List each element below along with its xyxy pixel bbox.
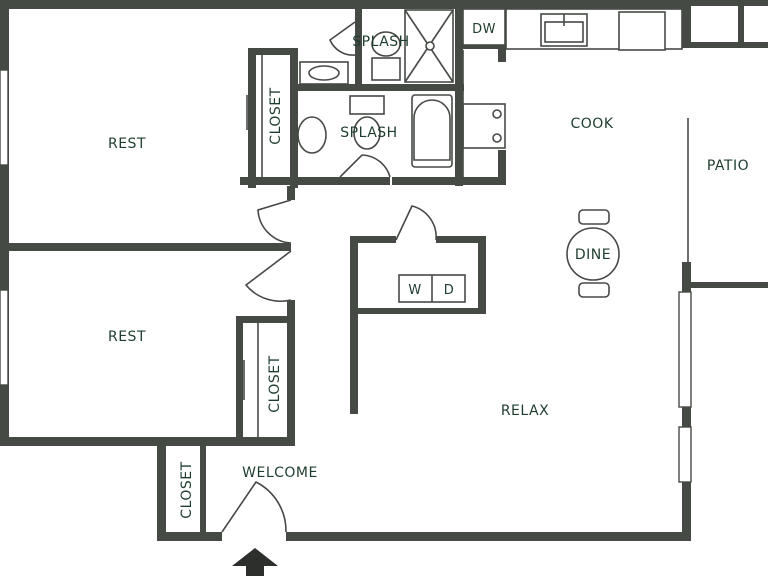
- bathtub: [411, 94, 453, 168]
- door-rest-lower: [244, 250, 292, 303]
- room-label-welcome: WELCOME: [242, 465, 318, 481]
- room-label-closet-mid: CLOSET: [267, 355, 283, 412]
- room-label-splash-top: SPLASH: [352, 34, 409, 50]
- closet-details: [203, 55, 263, 530]
- toilet-mid: [349, 95, 385, 115]
- door-rest-upper: [257, 199, 292, 244]
- washer-label: W: [408, 283, 421, 298]
- kitchen-fixtures: DW: [462, 8, 683, 177]
- dining-chair-bottom: [578, 282, 610, 298]
- room-label-patio: PATIO: [707, 158, 749, 174]
- room-label-cook: COOK: [571, 116, 614, 132]
- entry-arrow-icon: [232, 548, 278, 576]
- dryer-label: D: [444, 283, 455, 298]
- room-label-splash-mid: SPLASH: [340, 125, 397, 141]
- room-label-rest-upper: REST: [108, 136, 146, 152]
- room-label-dine: DINE: [575, 247, 611, 263]
- door-splash-top: [329, 21, 356, 56]
- window-rest-upper: [0, 69, 9, 166]
- window-relax-lower: [678, 426, 692, 483]
- laundry: W D: [398, 274, 466, 303]
- dining-chair-top: [578, 209, 610, 225]
- room-label-rest-lower: REST: [108, 329, 146, 345]
- window-rest-lower: [0, 289, 9, 386]
- dining-table: [566, 227, 620, 281]
- room-labels: REST REST SPLASH SPLASH COOK DINE PATIO …: [108, 34, 749, 519]
- door-entry: [221, 480, 287, 533]
- window-relax-upper: [678, 291, 692, 408]
- refrigerator: [618, 11, 666, 51]
- room-label-closet-upper: CLOSET: [268, 87, 284, 144]
- dishwasher: [462, 8, 506, 46]
- door-splash-mid: [339, 154, 391, 178]
- dining-set: [566, 209, 620, 298]
- room-label-relax: RELAX: [501, 403, 549, 419]
- interior-walls: [0, 9, 506, 541]
- room-label-closet-entry: CLOSET: [179, 461, 195, 518]
- door-laundry: [395, 205, 437, 241]
- windows: [0, 69, 692, 483]
- doors: [221, 21, 437, 533]
- dishwasher-label: DW: [472, 22, 496, 37]
- bath-fixtures: [297, 9, 454, 168]
- toilet-top: [371, 57, 401, 81]
- outer-walls: [0, 0, 768, 541]
- sink-mid: [297, 116, 327, 154]
